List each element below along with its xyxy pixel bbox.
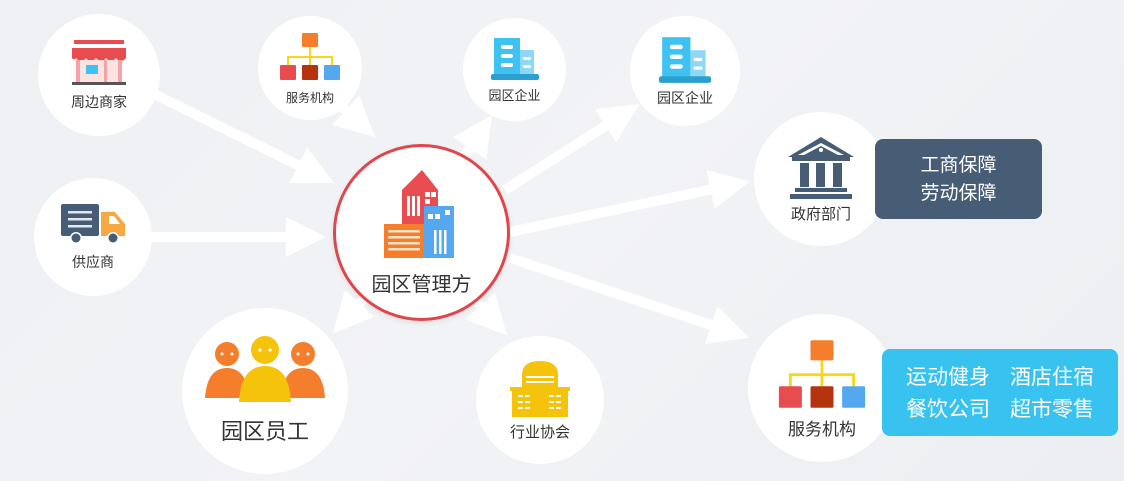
node-government: 政府部门 bbox=[754, 112, 888, 246]
node-label: 周边商家 bbox=[71, 95, 127, 111]
service-row: 运动健身 酒店住宿 bbox=[906, 361, 1094, 393]
org-chart-icon bbox=[776, 337, 868, 421]
service-item: 餐饮公司 bbox=[906, 396, 990, 421]
building-icon bbox=[490, 36, 539, 82]
service-row: 餐饮公司 超市零售 bbox=[906, 393, 1094, 425]
node-enterprise-1: 园区企业 bbox=[463, 18, 566, 121]
service-item: 超市零售 bbox=[1010, 396, 1094, 421]
government-icon bbox=[786, 135, 856, 201]
node-park-management: 园区管理方 bbox=[333, 144, 510, 321]
node-label: 服务机构 bbox=[285, 90, 334, 105]
arrow-service-to-center bbox=[332, 95, 376, 138]
people-icon bbox=[205, 336, 325, 402]
service-categories-box: 运动健身 酒店住宿 餐饮公司 超市零售 bbox=[882, 349, 1118, 436]
node-label: 园区企业 bbox=[657, 90, 713, 107]
node-enterprise-2: 园区企业 bbox=[630, 16, 740, 126]
arrow-center-to-association bbox=[465, 292, 508, 336]
node-merchants: 周边商家 bbox=[38, 14, 160, 136]
truck-icon bbox=[59, 202, 127, 246]
node-service-right: 服务机构 bbox=[748, 314, 896, 462]
city-buildings-icon bbox=[383, 168, 460, 260]
node-label: 园区企业 bbox=[488, 88, 541, 104]
node-label: 行业协会 bbox=[509, 422, 570, 441]
node-label: 园区员工 bbox=[220, 420, 309, 445]
government-service-item: 劳动保障 bbox=[920, 182, 997, 204]
building-icon bbox=[658, 35, 712, 85]
node-label: 政府部门 bbox=[790, 204, 851, 223]
node-service-top: 服务机构 bbox=[258, 16, 362, 120]
association-building-icon bbox=[508, 359, 572, 419]
shop-icon bbox=[70, 38, 128, 88]
center-label: 园区管理方 bbox=[371, 272, 472, 296]
arrow-merchants-to-center bbox=[147, 87, 335, 184]
arrow-center-to-government bbox=[508, 169, 750, 237]
org-chart-icon bbox=[278, 31, 342, 89]
service-item: 运动健身 bbox=[906, 364, 990, 389]
government-service-item: 工商保障 bbox=[920, 154, 997, 176]
arrow-center-to-service bbox=[508, 253, 750, 345]
node-label: 服务机构 bbox=[788, 419, 856, 440]
arrow-center-to-enterprise2 bbox=[502, 104, 640, 195]
node-label: 供应商 bbox=[72, 255, 114, 271]
node-employees: 园区员工 bbox=[182, 308, 348, 474]
node-association: 行业协会 bbox=[476, 336, 604, 464]
service-item: 酒店住宿 bbox=[1010, 364, 1094, 389]
government-services-box: 工商保障 劳动保障 bbox=[875, 139, 1042, 219]
node-supplier: 供应商 bbox=[34, 178, 152, 296]
